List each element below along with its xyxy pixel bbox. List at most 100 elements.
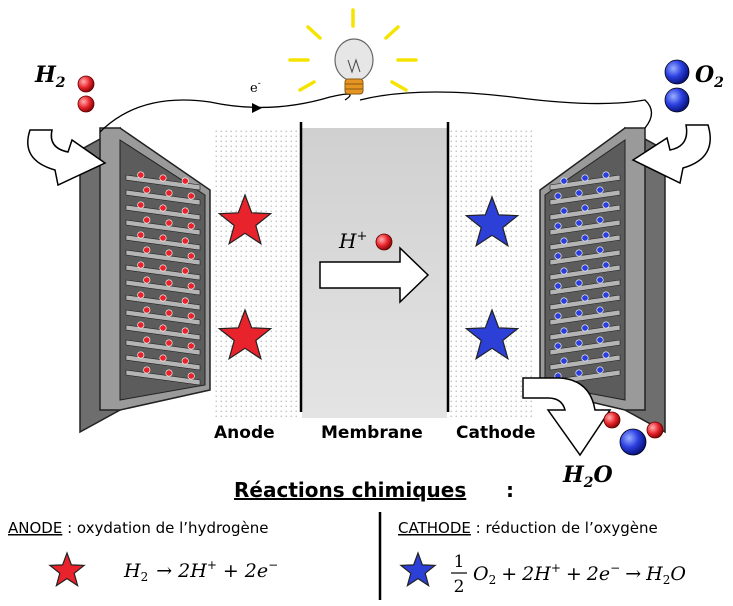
cathode-star [464, 195, 520, 248]
plate-gas-atom [137, 261, 145, 269]
plate-gas-atom [143, 306, 151, 314]
cathode-reaction-star [399, 551, 437, 587]
plate-gas-atom [581, 294, 589, 302]
oxygen-atom [664, 87, 690, 113]
plate-gas-atom [187, 192, 195, 200]
plate-channel [125, 354, 201, 371]
plate-gas-atom [165, 189, 173, 197]
plate-gas-atom [181, 357, 189, 365]
circuit-wire-left [99, 93, 351, 133]
plate-gas-atom [560, 357, 568, 365]
plate-gas-atom [581, 234, 589, 242]
plate-gas-atom [560, 297, 568, 305]
cathode-label: Cathode [456, 423, 536, 443]
plate-channel [125, 369, 201, 386]
cathode-plate [539, 126, 666, 434]
plate-channel [125, 174, 201, 191]
proton-label: H+ [338, 229, 367, 253]
plate-gas-atom [137, 231, 145, 239]
hydrogen-label: H2 [34, 62, 66, 91]
plate-gas-atom [187, 342, 195, 350]
plate-gas-atom [602, 291, 610, 299]
electron-label: e- [250, 79, 261, 96]
plate-channel [549, 309, 621, 326]
plate-gas-atom [181, 297, 189, 305]
plate-channel [549, 249, 621, 266]
cathode-star [464, 308, 520, 361]
plate-gas-atom [165, 219, 173, 227]
plate-gas-atom [159, 264, 167, 272]
plate-gas-atom [554, 252, 562, 260]
proton-atom [375, 233, 393, 251]
plate-channel [549, 354, 621, 371]
proton-flow-arrow [319, 246, 430, 304]
cathode-equation-terms: O2+2H++2e−→H2O [473, 561, 686, 587]
oxygen-label: O2 [695, 62, 724, 91]
plate-gas-atom [159, 234, 167, 242]
plate-gas-atom [187, 312, 195, 320]
cathode-reaction-heading: CATHODE : réduction de l’oxygène [398, 519, 658, 537]
plate-gas-atom [581, 204, 589, 212]
cathode-layer [449, 128, 535, 418]
plate-gas-atom [165, 309, 173, 317]
plate-gas-atom [143, 366, 151, 374]
plate-gas-atom [165, 369, 173, 377]
plate-gas-atom [581, 174, 589, 182]
electron-direction-arrow [252, 103, 262, 113]
plate-channel [125, 219, 201, 236]
plate-gas-atom [602, 171, 610, 179]
plate-gas-atom [187, 282, 195, 290]
plate-gas-atom [159, 324, 167, 332]
plate-channel [125, 324, 201, 341]
plate-gas-atom [159, 174, 167, 182]
plate-channel [125, 264, 201, 281]
hydrogen-inlet-arrow [27, 129, 107, 187]
plate-channel [549, 189, 621, 206]
anode-equation: H2→2H++2e− [123, 558, 278, 584]
plate-channel [549, 174, 621, 191]
water-outlet-arrow [522, 377, 612, 457]
plate-gas-atom [602, 201, 610, 209]
plate-gas-atom [137, 321, 145, 329]
plate-gas-atom [137, 351, 145, 359]
plate-gas-atom [181, 327, 189, 335]
water-hydrogen-atom [646, 421, 664, 439]
cathode-equation: 1 2 O2+2H++2e−→H2O [451, 552, 686, 597]
anode-star [217, 193, 273, 246]
anode-star [217, 308, 273, 361]
anode-plate [79, 126, 211, 434]
plate-gas-atom [575, 279, 583, 287]
plate-gas-atom [575, 189, 583, 197]
plate-channel [549, 264, 621, 281]
plate-gas-atom [181, 177, 189, 185]
plate-channel [549, 219, 621, 236]
reactions-title: Réactions chimiques [234, 478, 466, 502]
oxygen-atom [664, 59, 690, 85]
plate-gas-atom [137, 201, 145, 209]
plate-gas-atom [596, 306, 604, 314]
plate-gas-atom [165, 249, 173, 257]
plate-gas-atom [575, 249, 583, 257]
plate-channel [549, 279, 621, 296]
plate-channel [125, 234, 201, 251]
reactions-title-colon: : [506, 478, 514, 502]
plate-gas-atom [575, 369, 583, 377]
plate-gas-atom [596, 216, 604, 224]
plate-channel [125, 279, 201, 296]
plate-gas-atom [187, 252, 195, 260]
plate-gas-atom [560, 327, 568, 335]
plate-gas-atom [581, 264, 589, 272]
hydrogen-atom [77, 75, 95, 93]
membrane-label: Membrane [321, 423, 423, 443]
anode-reaction-heading: ANODE : oxydation de l’hydrogène [8, 519, 268, 537]
plate-gas-atom [596, 336, 604, 344]
plate-gas-atom [560, 267, 568, 275]
plate-gas-atom [554, 222, 562, 230]
anode-reaction-star [48, 551, 86, 587]
plate-gas-atom [165, 279, 173, 287]
plate-gas-atom [560, 237, 568, 245]
plate-gas-atom [143, 216, 151, 224]
plate-gas-atom [575, 339, 583, 347]
hydrogen-atom [77, 95, 95, 113]
